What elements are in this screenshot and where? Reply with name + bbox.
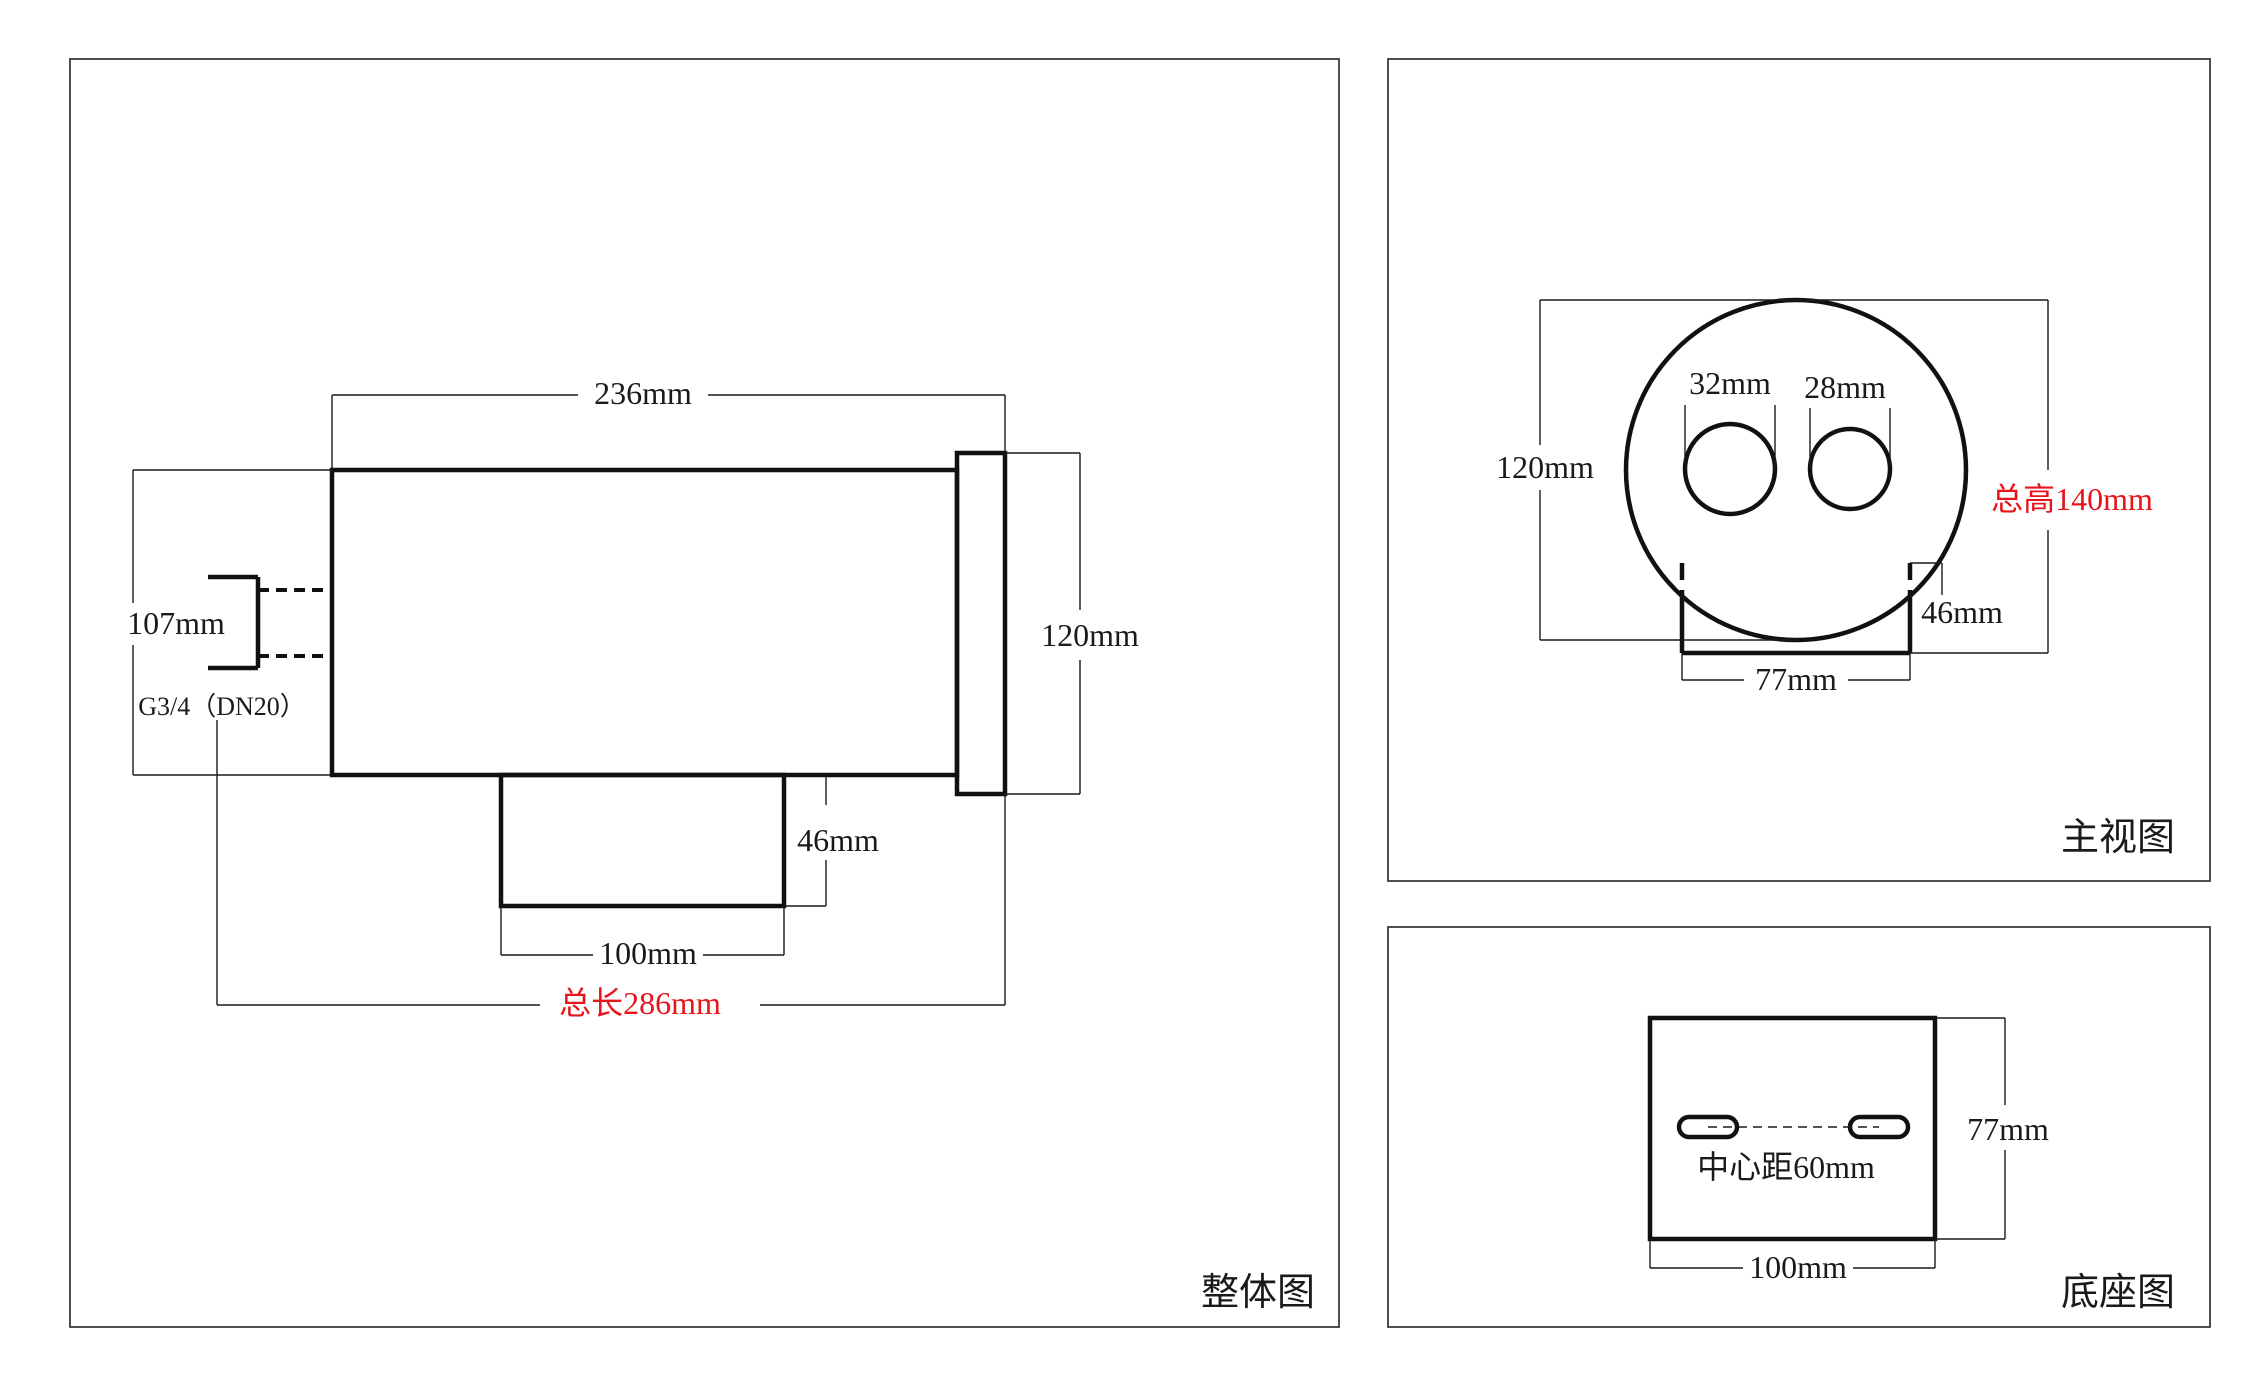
dim-label-front-base-width: 77mm [1755, 661, 1837, 697]
overall-view-frame [69, 58, 1340, 1328]
front-base-outline [1679, 563, 1913, 656]
dim-label-slot-spacing: 中心距60mm [1697, 1149, 1875, 1185]
front-view-frame [1387, 58, 2211, 882]
dimension-front-base-height: 46mm [1910, 562, 2003, 630]
panel-title-overall: 整体图 [1201, 1270, 1315, 1314]
dimension-flange-height: 120mm [1005, 452, 1139, 795]
dimension-port-small: 28mm [1804, 369, 1891, 469]
dim-label-body-length: 236mm [594, 375, 692, 411]
dim-label-diameter: 120mm [1496, 449, 1594, 485]
port-circle-large [1682, 421, 1778, 517]
dim-label-total-height: 总高140mm [1991, 481, 2153, 517]
base-view-frame [1387, 926, 2211, 1328]
dim-label-base-height: 46mm [797, 822, 879, 858]
panel-title-base: 底座图 [2061, 1270, 2175, 1314]
dimension-base-height: 46mm [784, 775, 879, 907]
base-view-panel: 中心距60mm 77mm 100mm 底座图 [1387, 926, 2211, 1328]
dimension-total-length: 总长286mm [216, 720, 1006, 1021]
dim-label-port-large: 32mm [1689, 365, 1771, 401]
dim-label-base-plate-width: 100mm [1749, 1249, 1847, 1285]
dimension-inlet-height: 107mm [127, 469, 332, 776]
dim-label-port-small: 28mm [1804, 369, 1886, 405]
dimension-port-large: 32mm [1684, 365, 1776, 469]
housing-circle [1623, 297, 1969, 643]
dimension-front-base-width: 77mm [1681, 653, 1911, 697]
dimension-base-width: 100mm [500, 906, 785, 971]
dim-label-flange-height: 120mm [1041, 617, 1139, 653]
dimension-base-depth: 77mm [1935, 1017, 2049, 1240]
thread-spec-label: G3/4（DN20） [138, 692, 306, 721]
front-view-panel: 32mm 28mm 120mm 总高140mm 46mm [1387, 58, 2211, 882]
flange [954, 450, 1008, 797]
mounting-slot-left [1676, 1114, 1740, 1140]
main-body [329, 467, 960, 778]
dimension-total-height: 总高140mm [1796, 299, 2153, 654]
dimension-base-plate-width: 100mm [1649, 1239, 1936, 1285]
dim-label-inlet-height: 107mm [127, 605, 225, 641]
dim-label-total-length: 总长286mm [559, 985, 721, 1021]
overall-view-panel: 236mm 107mm G3/4（DN20） 120mm 46mm [69, 58, 1340, 1328]
dim-label-base-width: 100mm [599, 935, 697, 971]
dimension-diameter: 120mm [1496, 299, 1796, 641]
inlet-pipe [208, 574, 330, 671]
panel-title-front: 主视图 [2061, 815, 2175, 859]
base-block [498, 772, 787, 909]
base-plate [1647, 1015, 1938, 1242]
dim-label-front-base-height: 46mm [1921, 594, 2003, 630]
dimension-body-length: 236mm [331, 375, 1006, 470]
port-circle-small [1807, 426, 1893, 512]
dim-label-base-depth: 77mm [1967, 1111, 2049, 1147]
